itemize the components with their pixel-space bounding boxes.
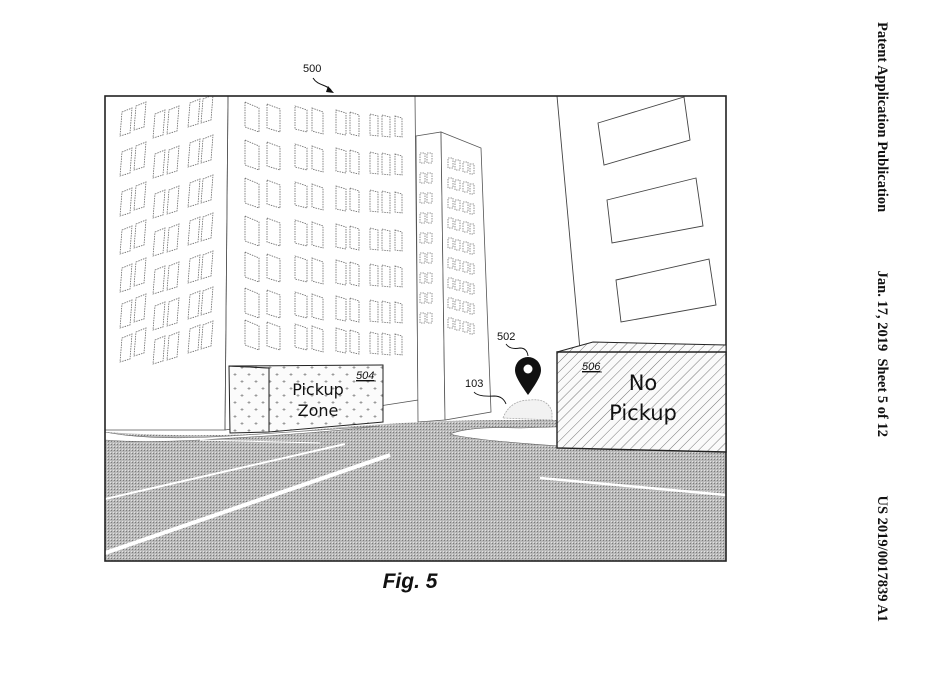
ref-504: 504 xyxy=(356,370,374,382)
vehicle: 103 xyxy=(465,378,553,421)
pickup-label-line1: Pickup xyxy=(292,380,344,399)
ref-502: 502 xyxy=(497,331,515,343)
publication-type: Patent Application Publication xyxy=(874,22,890,213)
no-pickup-label-line2: Pickup xyxy=(609,401,677,425)
ref-103: 103 xyxy=(465,378,483,390)
figure-caption: Fig. 5 xyxy=(382,570,438,593)
left-sidewalk xyxy=(105,425,381,442)
pickup-label-line2: Zone xyxy=(298,401,339,420)
road xyxy=(105,420,726,561)
pickup-zone-box: Pickup Zone 504 xyxy=(228,364,384,434)
no-pickup-box: No Pickup 506 xyxy=(556,341,727,453)
patent-header: Patent Application Publication Jan. 17, … xyxy=(866,22,890,622)
date-sheet: Jan. 17, 2019 Sheet 5 of 12 xyxy=(874,270,890,437)
no-pickup-label-line1: No xyxy=(629,371,658,395)
publication-number: US 2019/0017839 A1 xyxy=(874,495,890,623)
middle-building xyxy=(415,131,492,423)
figure-frame xyxy=(104,95,727,562)
lane-markings xyxy=(105,439,726,555)
ref-506: 506 xyxy=(582,361,601,373)
ref-500-label: 500 xyxy=(303,63,321,75)
right-building xyxy=(556,96,726,351)
ref-500: 500 xyxy=(303,63,334,93)
location-pin-icon: 502 xyxy=(497,331,541,395)
